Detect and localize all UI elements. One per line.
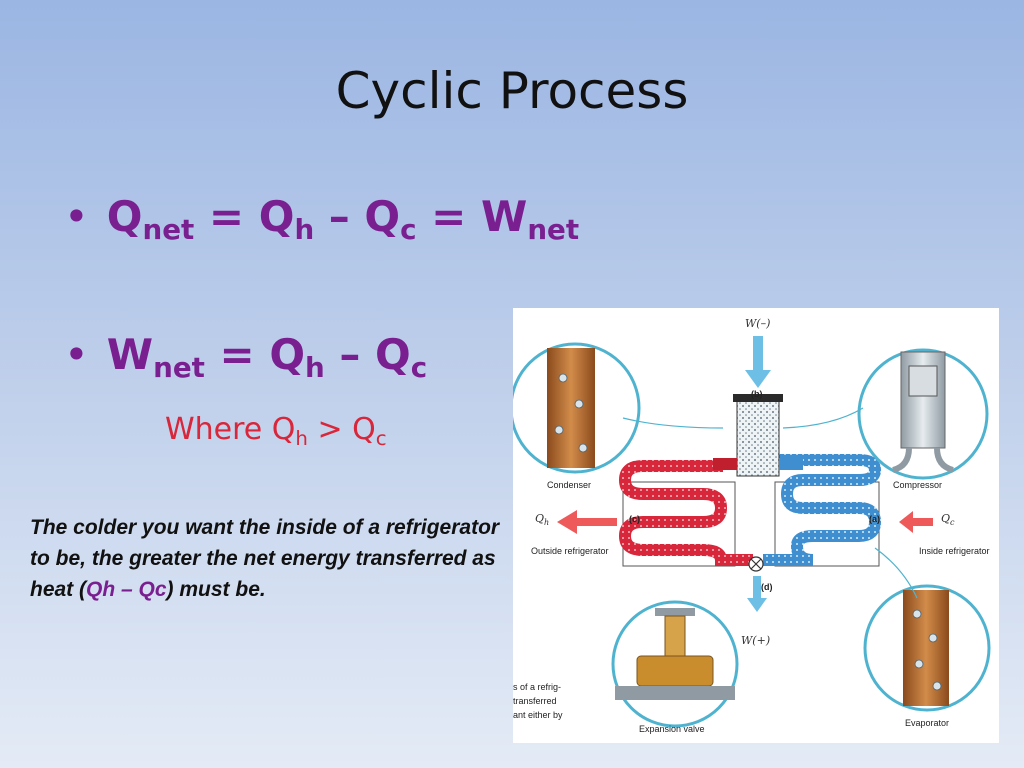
explanation-note: The colder you want the inside of a refr… xyxy=(30,512,500,605)
condenser-label: Condenser xyxy=(547,480,591,490)
eq-subscript: net xyxy=(142,212,195,246)
where-text: > Q xyxy=(307,412,376,447)
label-a: (a) xyxy=(869,514,880,524)
slide-title: Cyclic Process xyxy=(335,62,689,120)
eq-part: = Q xyxy=(204,330,306,379)
heat-in-arrow xyxy=(899,511,933,533)
qc-label: Qc xyxy=(941,512,955,527)
valve-pipe xyxy=(615,686,735,700)
eq-subscript: h xyxy=(305,350,325,384)
heat-out-arrow xyxy=(557,510,617,534)
pipe-hot xyxy=(713,458,737,470)
expansion-valve-label: Expansion valve xyxy=(639,724,705,734)
refrigerator-diagram-svg: W(–) (b) (d) W(+) Qh (c) Outside refrige… xyxy=(513,317,991,734)
label-c: (c) xyxy=(629,514,640,524)
pipe-cold xyxy=(779,458,803,470)
work-out-arrow-head xyxy=(747,598,767,612)
work-out-label: W(+) xyxy=(741,634,770,647)
eq-subscript: c xyxy=(400,212,417,246)
eq-part: = W xyxy=(416,192,528,241)
bullet-qnet-equation: •Qnet = Qh – Qc = Wnet xyxy=(64,192,579,246)
compressor-cylinder xyxy=(900,351,946,449)
condenser-coil xyxy=(618,460,753,566)
valve-cap xyxy=(655,608,695,616)
caption-line: s of a refrig- xyxy=(513,682,561,692)
eq-part: – Q xyxy=(314,192,401,241)
where-subscript: h xyxy=(295,426,308,450)
where-condition: Where Qh > Qc xyxy=(165,412,387,450)
qh-label: Qh xyxy=(535,512,549,527)
caption-line: ant either by xyxy=(513,710,563,720)
inside-refrigerator-label: Inside refrigerator xyxy=(919,546,990,556)
eq-subscript: c xyxy=(410,350,428,384)
evaporator-label: Evaporator xyxy=(905,718,949,728)
caption-line: transferred xyxy=(513,696,557,706)
eq-subscript: h xyxy=(294,212,315,246)
where-subscript: c xyxy=(375,426,387,450)
compressor-block xyxy=(736,399,780,477)
note-highlight: Qh – Qc xyxy=(86,578,167,601)
eq-symbol: Q xyxy=(106,192,143,241)
condenser-tube xyxy=(547,348,595,468)
valve-spring xyxy=(664,615,686,657)
bullet-dot: • xyxy=(64,192,89,241)
refrigerator-diagram: W(–) (b) (d) W(+) Qh (c) Outside refrige… xyxy=(513,308,999,743)
eq-symbol: W xyxy=(106,330,154,379)
work-in-arrow-head xyxy=(745,370,771,388)
eq-subscript: net xyxy=(153,350,205,384)
bullet-wnet-equation: • Wnet = Qh – Qc xyxy=(64,330,427,384)
bullet-dot: • xyxy=(64,330,89,379)
work-out-arrow-shaft xyxy=(753,576,761,600)
work-in-arrow-shaft xyxy=(753,336,763,372)
evaporator-coil xyxy=(763,454,882,566)
where-text: Where Q xyxy=(165,412,296,447)
eq-part: – Q xyxy=(324,330,411,379)
note-text: ) must be. xyxy=(166,578,266,601)
outside-refrigerator-label: Outside refrigerator xyxy=(531,546,609,556)
eq-part: = Q xyxy=(194,192,295,241)
eq-subscript: net xyxy=(527,212,580,246)
label-d: (d) xyxy=(761,582,773,592)
compressor-piston xyxy=(733,394,783,402)
label-b: (b) xyxy=(751,389,763,399)
note-text: The colder you want the inside of a refr… xyxy=(30,516,500,601)
evaporator-tube xyxy=(903,590,949,706)
work-in-label: W(–) xyxy=(745,317,770,330)
compressor-label: Compressor xyxy=(893,480,942,490)
valve-body xyxy=(636,655,714,687)
